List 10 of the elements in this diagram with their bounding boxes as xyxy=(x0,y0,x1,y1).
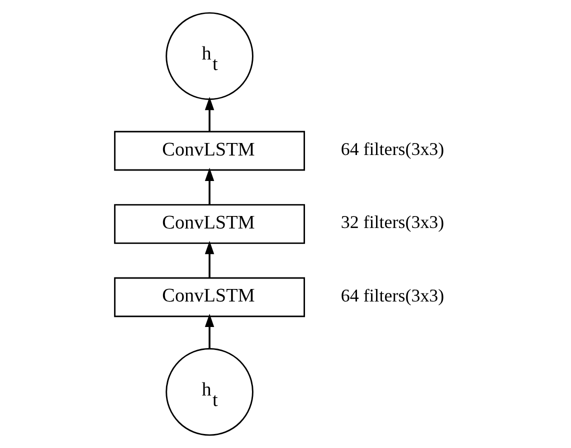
arrow xyxy=(204,96,214,132)
node-box: ConvLSTM xyxy=(114,277,305,318)
arrow xyxy=(204,168,214,205)
node-label: 32 filters(3x3) xyxy=(340,212,444,232)
arrow xyxy=(204,314,214,348)
node-box: ConvLSTM xyxy=(114,204,305,244)
node-label: 64 filters(3x3) xyxy=(340,285,444,306)
arrow xyxy=(204,240,214,278)
node-label: 64 filters(3x3) xyxy=(340,139,444,160)
node-box: ConvLSTM xyxy=(114,130,305,171)
